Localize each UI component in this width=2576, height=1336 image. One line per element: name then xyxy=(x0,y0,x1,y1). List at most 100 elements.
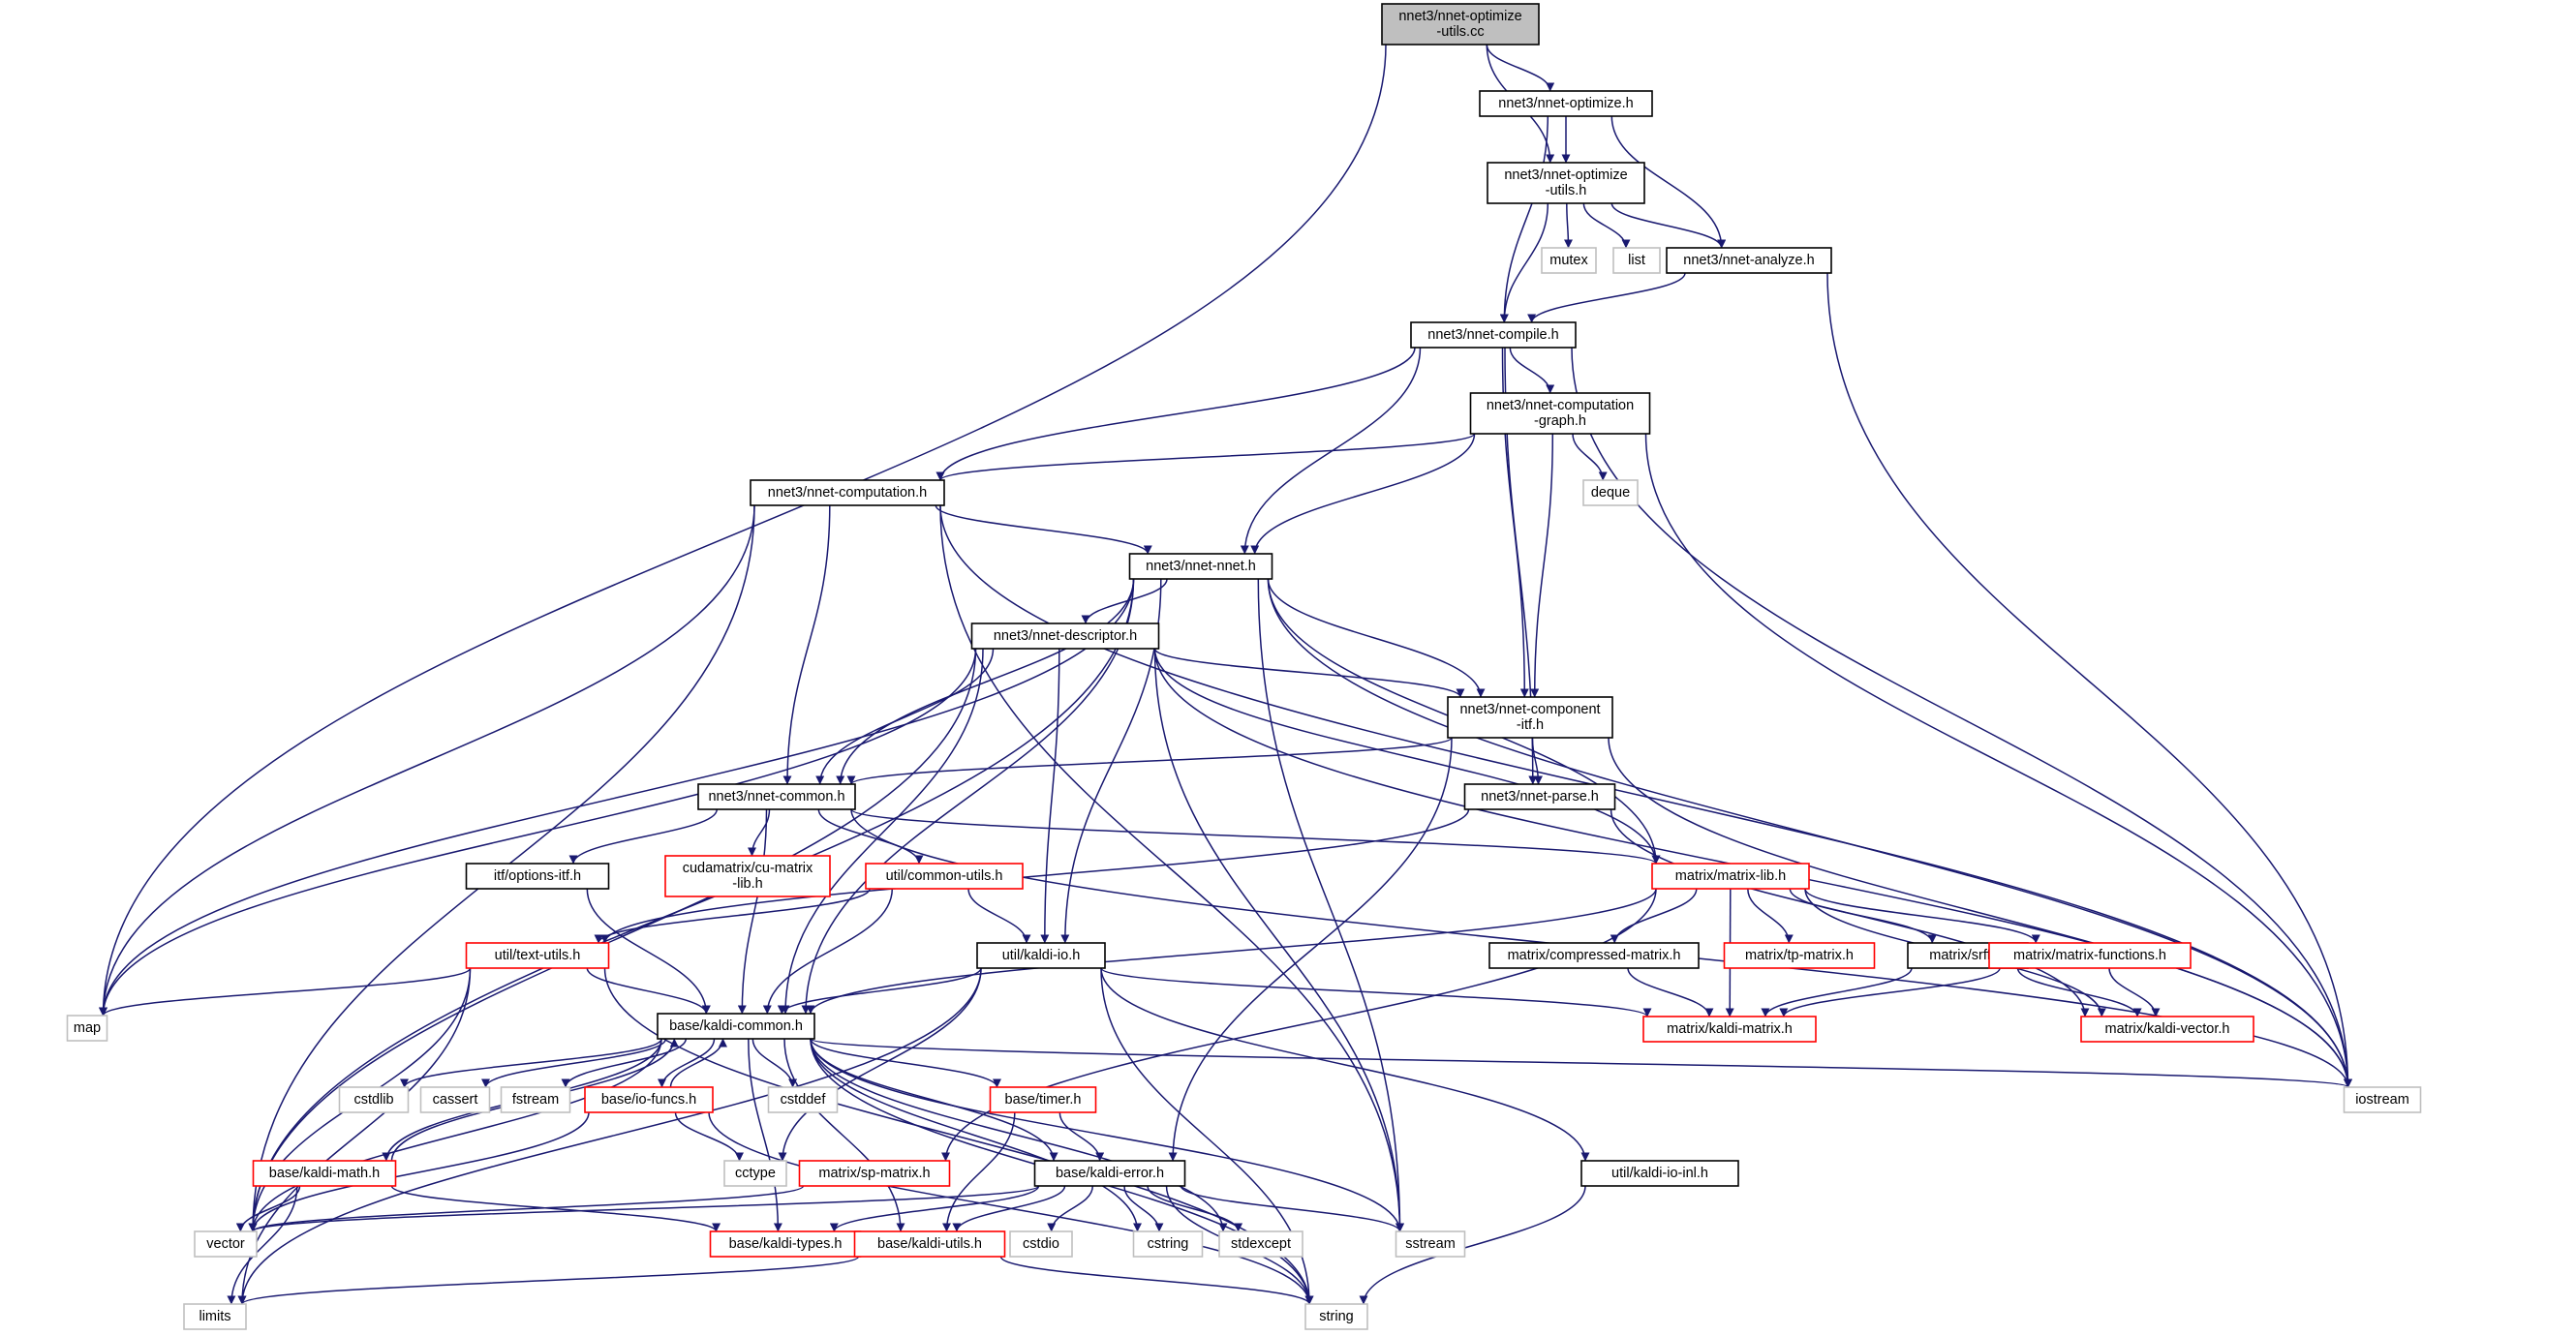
node-root[interactable]: nnet3/nnet-optimize-utils.cc xyxy=(1381,3,1540,46)
node-mutex[interactable]: mutex xyxy=(1541,247,1597,274)
node-box xyxy=(723,1160,787,1187)
node-cstddef[interactable]: cstddef xyxy=(767,1086,839,1113)
node-kaldi-io-inl-h[interactable]: util/kaldi-io-inl.h xyxy=(1580,1160,1739,1187)
node-kaldi-matrix-h[interactable]: matrix/kaldi-matrix.h xyxy=(1642,1016,1817,1043)
edge-optimize-h-to-analyze-h xyxy=(1610,115,1727,249)
edge-nnet-h-to-component-itf-h xyxy=(1267,578,1486,698)
node-label: vector xyxy=(206,1236,245,1252)
edge-component-itf-h-to-common-h xyxy=(846,737,1453,785)
node-kaldi-types-h[interactable]: base/kaldi-types.h xyxy=(709,1230,862,1258)
node-common-utils-h[interactable]: util/common-utils.h xyxy=(865,863,1024,890)
node-box xyxy=(865,863,1024,890)
node-map[interactable]: map xyxy=(66,1015,108,1042)
node-box xyxy=(976,942,1106,969)
node-iostream[interactable]: iostream xyxy=(2343,1086,2422,1113)
node-timer-h[interactable]: base/timer.h xyxy=(989,1086,1097,1113)
node-label: nnet3/nnet-optimize xyxy=(1504,167,1627,183)
node-descriptor-h[interactable]: nnet3/nnet-descriptor.h xyxy=(970,622,1160,650)
node-deque[interactable]: deque xyxy=(1582,479,1639,506)
node-cassert[interactable]: cassert xyxy=(419,1086,491,1113)
node-compile-h[interactable]: nnet3/nnet-compile.h xyxy=(1410,321,1577,349)
node-label: base/kaldi-math.h xyxy=(269,1166,380,1181)
node-compressed-matrix-h[interactable]: matrix/compressed-matrix.h xyxy=(1488,942,1700,969)
node-label: nnet3/nnet-nnet.h xyxy=(1146,559,1256,574)
node-tp-matrix-h[interactable]: matrix/tp-matrix.h xyxy=(1723,942,1876,969)
node-label: cassert xyxy=(433,1092,478,1108)
edge-kaldi-common-h-to-iostream xyxy=(810,1038,2352,1088)
node-label: -graph.h xyxy=(1534,413,1586,429)
node-cu-matrix-lib-h[interactable]: cudamatrix/cu-matrix-lib.h xyxy=(664,855,831,897)
node-computation-h[interactable]: nnet3/nnet-computation.h xyxy=(750,479,945,506)
edge-kaldi-error-h-to-kaldi-utils-h xyxy=(952,1185,1066,1232)
node-list[interactable]: list xyxy=(1612,247,1661,274)
node-cstdio[interactable]: cstdio xyxy=(1009,1230,1073,1258)
edge-descriptor-h-to-common-h xyxy=(815,648,995,785)
node-options-itf-h[interactable]: itf/options-itf.h xyxy=(465,863,610,890)
node-box xyxy=(767,1086,839,1113)
node-optimize-h[interactable]: nnet3/nnet-optimize.h xyxy=(1479,90,1653,117)
node-label: sstream xyxy=(1405,1236,1456,1252)
edge-matrix-lib-h-to-srfft-h xyxy=(1789,888,1937,944)
node-box xyxy=(338,1086,410,1113)
node-component-itf-h[interactable]: nnet3/nnet-component-itf.h xyxy=(1447,696,1613,739)
edge-compile-h-to-iostream xyxy=(1571,347,2352,1088)
node-matrix-lib-h[interactable]: matrix/matrix-lib.h xyxy=(1651,863,1810,890)
edge-io-funcs-h-to-string xyxy=(708,1111,1314,1305)
edge-matrix-lib-h-to-matrix-functions-h xyxy=(1804,888,2040,944)
node-sstream[interactable]: sstream xyxy=(1395,1230,1466,1258)
node-kaldi-utils-h[interactable]: base/kaldi-utils.h xyxy=(853,1230,1006,1258)
node-kaldi-vector-h[interactable]: matrix/kaldi-vector.h xyxy=(2080,1016,2254,1043)
node-string[interactable]: string xyxy=(1304,1303,1368,1330)
node-comp-graph-h[interactable]: nnet3/nnet-computation-graph.h xyxy=(1469,392,1651,435)
edge-kaldi-math-h-to-limits xyxy=(227,1185,298,1305)
node-io-funcs-h[interactable]: base/io-funcs.h xyxy=(584,1086,714,1113)
node-kaldi-io-h[interactable]: util/kaldi-io.h xyxy=(976,942,1106,969)
node-matrix-functions-h[interactable]: matrix/matrix-functions.h xyxy=(1988,942,2192,969)
node-kaldi-math-h[interactable]: base/kaldi-math.h xyxy=(252,1160,397,1187)
node-label: nnet3/nnet-analyze.h xyxy=(1683,253,1814,268)
node-fstream[interactable]: fstream xyxy=(500,1086,571,1113)
node-common-h[interactable]: nnet3/nnet-common.h xyxy=(697,783,856,810)
node-box xyxy=(465,863,610,890)
node-label: -lib.h xyxy=(732,876,762,892)
node-label: nnet3/nnet-optimize.h xyxy=(1498,96,1633,111)
node-text-utils-h[interactable]: util/text-utils.h xyxy=(465,942,610,969)
node-label: -utils.cc xyxy=(1436,24,1484,40)
edge-descriptor-h-to-component-itf-h xyxy=(1153,648,1465,698)
node-stdexcept[interactable]: stdexcept xyxy=(1218,1230,1303,1258)
node-box xyxy=(1304,1303,1368,1330)
node-label: matrix/srfft.h xyxy=(1929,948,2007,963)
edge-nnet-h-to-sstream xyxy=(1257,578,1404,1232)
node-label: nnet3/nnet-parse.h xyxy=(1481,789,1599,805)
edge-descriptor-h-to-matrix-lib-h xyxy=(1153,648,1661,865)
node-parse-h[interactable]: nnet3/nnet-parse.h xyxy=(1463,783,1616,810)
node-cstring[interactable]: cstring xyxy=(1132,1230,1204,1258)
node-nnet-h[interactable]: nnet3/nnet-nnet.h xyxy=(1128,553,1273,580)
node-label: base/kaldi-error.h xyxy=(1056,1166,1164,1181)
node-kaldi-common-h[interactable]: base/kaldi-common.h xyxy=(657,1013,815,1040)
node-label: base/kaldi-types.h xyxy=(729,1236,843,1252)
node-label: stdexcept xyxy=(1231,1236,1291,1252)
edge-optimize-utils-h-to-compile-h xyxy=(1499,202,1549,323)
node-kaldi-error-h[interactable]: base/kaldi-error.h xyxy=(1033,1160,1186,1187)
node-sp-matrix-h[interactable]: matrix/sp-matrix.h xyxy=(798,1160,951,1187)
edge-optimize-utils-h-to-analyze-h xyxy=(1610,202,1727,249)
node-vector[interactable]: vector xyxy=(194,1230,258,1258)
edge-compile-h-to-comp-graph-h xyxy=(1509,347,1555,394)
node-label: fstream xyxy=(512,1092,559,1108)
node-cstdlib[interactable]: cstdlib xyxy=(338,1086,410,1113)
node-box xyxy=(1218,1230,1303,1258)
node-cctype[interactable]: cctype xyxy=(723,1160,787,1187)
edge-matrix-lib-h-to-sp-matrix-h xyxy=(941,888,1657,1162)
edge-compile-h-to-computation-h xyxy=(935,347,1416,481)
node-label: nnet3/nnet-compile.h xyxy=(1427,327,1558,343)
node-box xyxy=(1988,942,2192,969)
node-optimize-utils-h[interactable]: nnet3/nnet-optimize-utils.h xyxy=(1487,162,1645,204)
node-limits[interactable]: limits xyxy=(183,1303,247,1330)
edge-optimize-h-to-compile-h xyxy=(1499,115,1549,323)
edge-kaldi-common-h-to-sstream xyxy=(810,1038,1404,1232)
node-analyze-h[interactable]: nnet3/nnet-analyze.h xyxy=(1666,247,1832,274)
node-label: cstdlib xyxy=(353,1092,393,1108)
node-box xyxy=(419,1086,491,1113)
